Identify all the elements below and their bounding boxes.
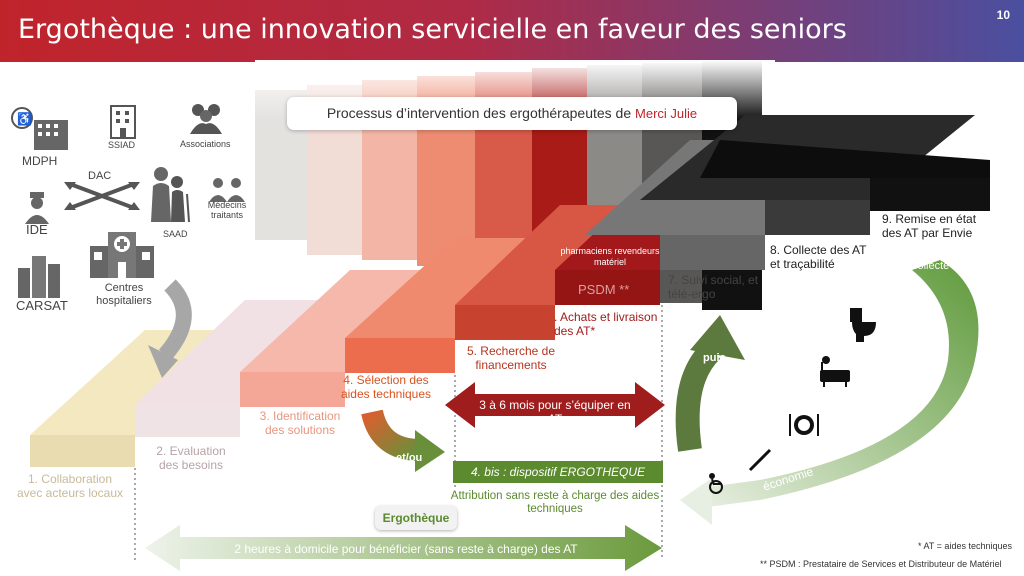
puis-arrow [675, 341, 721, 452]
toilet-icon [846, 306, 880, 349]
hospital-icon [88, 228, 156, 283]
step-5-label: 5. Recherche de financements [466, 344, 556, 372]
associations-label: Associations [180, 139, 231, 149]
circular-economy-arc [700, 260, 979, 508]
step-2-front [135, 405, 240, 437]
step-9-label: 9. Remise en état des AT par Envie [882, 212, 977, 240]
step-7-label: 7. Suivi social, et télé-ergo [668, 273, 759, 301]
step-3-label: 3. Identification des solutions [259, 409, 341, 437]
step-8-label: 8. Collecte des AT et traçabilité [770, 243, 867, 271]
step-5-front [455, 305, 555, 340]
doctors-icon [207, 176, 249, 207]
puis-text: puis [703, 352, 726, 364]
dac-label: DAC [88, 170, 112, 182]
step-4-label: 4. Sélection des aides techniques [340, 373, 432, 401]
step-2-label: 2. Evaluation des besoins [156, 444, 226, 472]
mdph-icon: ♿ [8, 106, 70, 157]
saad-icon [143, 164, 191, 229]
footnote-at: * AT = aides techniques [918, 541, 1012, 551]
carsat-building-icon [14, 254, 64, 303]
step-7-front [660, 235, 765, 270]
medecins-label: Médecins traitants [207, 200, 247, 220]
step-9-top [700, 140, 990, 178]
etou-arrow [361, 409, 421, 461]
ide-label: IDE [26, 222, 48, 237]
step-8-front [765, 200, 870, 235]
svg-text:♿: ♿ [17, 112, 32, 126]
wheelchair-icon [706, 472, 728, 499]
nurse-icon [22, 190, 52, 229]
psdm-label: PSDM ** [578, 282, 630, 297]
duration-home-text: 2 heures à domicile pour bénéficier (san… [234, 542, 578, 556]
saad-label: SAAD [163, 229, 188, 239]
duration-equip-text: 3 à 6 mois pour s’équiper en AT [479, 398, 631, 426]
footnote-psdm: ** PSDM : Prestataire de Services et Dis… [760, 559, 1002, 569]
ssiad-label: SSIAD [108, 140, 136, 150]
bathtub-icon [818, 354, 852, 393]
step-9-front [870, 178, 990, 211]
cane-icon [746, 446, 774, 479]
duration-equip-arrow [445, 382, 665, 428]
page-number: 10 [996, 8, 1010, 22]
collecte-label: collecte [912, 260, 950, 272]
etou-text: et/ou [396, 452, 423, 464]
merci-julie-brand: Merci Julie [635, 106, 698, 121]
plate-icon [786, 412, 822, 443]
associations-icon [186, 100, 226, 141]
step-1-front [30, 435, 135, 467]
ssiad-icon [108, 104, 138, 145]
ergotheque-box: 4. bis : dispositif ERGOTHEQUE [453, 461, 663, 483]
step-6-front [555, 270, 660, 305]
step-1-label: 1. Collaboration avec acteurs locaux [16, 472, 124, 500]
process-text: Processus d’intervention des ergothérape… [326, 105, 632, 121]
pharmaciens-label: pharmaciens revendeurs matériel [560, 246, 660, 267]
mdph-label: MDPH [22, 154, 58, 168]
carsat-label: CARSAT [16, 298, 68, 313]
centres-label: Centres hospitaliers [96, 282, 152, 307]
process-title-box: Processus d’intervention des ergothérape… [287, 97, 737, 130]
header-banner: Ergothèque : une innovation servicielle … [0, 0, 1024, 62]
ergotheque-caption: Attribution sans reste à charge des aide… [450, 490, 660, 515]
dac-cross-arrows-icon [62, 180, 142, 217]
step-3-front [240, 372, 345, 407]
step-4-front [345, 338, 455, 373]
step-6-label: . Achats et livraison des AT* [554, 310, 658, 338]
ergotheque-logo: Ergothèque [375, 506, 457, 530]
actors-arrow [158, 279, 192, 361]
slide-title: Ergothèque : une innovation servicielle … [18, 14, 847, 45]
